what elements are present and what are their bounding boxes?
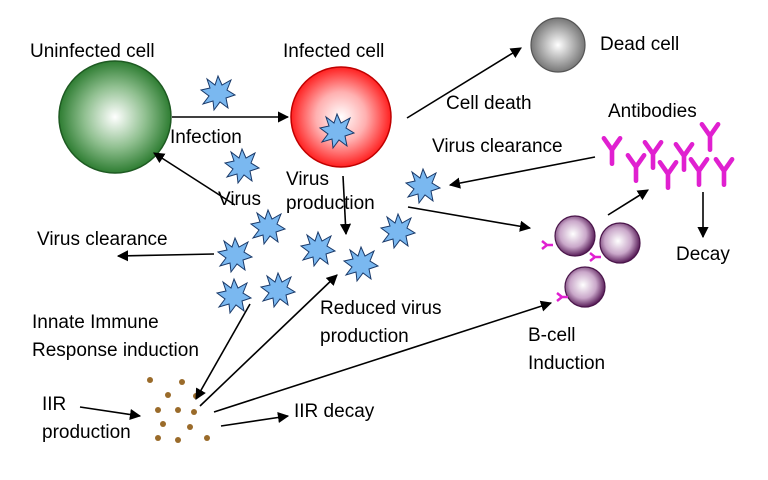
b-cell-induction-label: B-cell Induction bbox=[528, 322, 605, 378]
b-cell-receptor-icon bbox=[540, 239, 554, 251]
bcell-induction-arrow bbox=[213, 300, 553, 413]
innate-immune-label: Innate Immune Response induction bbox=[32, 309, 199, 365]
iir-decay-label: IIR decay bbox=[294, 401, 375, 422]
iir-particle-icon bbox=[175, 407, 181, 413]
antibody-icon bbox=[628, 155, 644, 180]
antibody-clearance-arrow bbox=[448, 156, 596, 189]
reduced-production-arrow bbox=[199, 274, 338, 407]
iir-line-1: IIR bbox=[42, 394, 67, 415]
b-cell-icon bbox=[599, 222, 641, 264]
innate-line-1: Innate Immune bbox=[32, 312, 159, 333]
iir-decay-arrow bbox=[220, 411, 290, 427]
virus-icon bbox=[216, 278, 252, 314]
virus-clearance-innate-label: Virus clearance bbox=[37, 229, 168, 250]
iir-particle-icon bbox=[204, 435, 210, 441]
infected-cell-icon bbox=[290, 66, 392, 168]
iir-particle-icon bbox=[175, 437, 181, 443]
antibody-icon bbox=[691, 159, 707, 184]
iir-particle-icon bbox=[147, 377, 153, 383]
virus-icon bbox=[250, 209, 286, 245]
virus-icon bbox=[380, 213, 416, 249]
virus-to-bcell-arrow bbox=[407, 206, 532, 232]
uninfected-cell-icon bbox=[58, 60, 172, 174]
antibody-icon bbox=[660, 162, 676, 187]
reduced-virus-production-label: Reduced virus production bbox=[320, 295, 441, 351]
infection-label: Infection bbox=[170, 127, 242, 148]
iir-particles bbox=[147, 377, 210, 443]
virus-production-arrow bbox=[339, 175, 352, 236]
virus-to-cell-arrow bbox=[153, 152, 236, 206]
b-cell-icon bbox=[554, 215, 596, 257]
iir-particle-icon bbox=[179, 379, 185, 385]
virus-clearance-antibody-label: Virus clearance bbox=[432, 136, 563, 157]
antibody-icon bbox=[676, 144, 692, 169]
decay-label: Decay bbox=[676, 244, 730, 265]
iir-particle-icon bbox=[155, 407, 161, 413]
bcell-line-1: B-cell bbox=[528, 325, 576, 346]
virus-icon bbox=[224, 148, 260, 184]
iir-production-label: IIR production bbox=[42, 391, 131, 447]
virus-production-label: Virus production bbox=[286, 166, 375, 218]
virus-label: Virus bbox=[218, 189, 261, 210]
cell-death-label: Cell death bbox=[446, 93, 532, 114]
iir-line-2: production bbox=[42, 422, 131, 443]
virus-icon bbox=[260, 272, 296, 308]
innate-induction-arrow bbox=[195, 303, 251, 400]
iir-particle-icon bbox=[155, 435, 161, 441]
cell-death-arrow bbox=[406, 47, 522, 119]
reduced-line-1: Reduced virus bbox=[320, 298, 442, 319]
antibody-icon bbox=[604, 138, 620, 163]
virus-production-line-2: production bbox=[286, 193, 375, 214]
innate-clearance-arrow bbox=[116, 250, 215, 262]
iir-particle-icon bbox=[160, 421, 166, 427]
iir-particle-icon bbox=[187, 424, 193, 430]
dead-cell-icon bbox=[530, 17, 586, 73]
antibodies-label: Antibodies bbox=[608, 101, 697, 122]
antibody-icon bbox=[702, 124, 718, 149]
virus-icon bbox=[343, 246, 379, 282]
virus-icon bbox=[200, 75, 236, 111]
b-cell-icon bbox=[564, 266, 606, 308]
uninfected-cell-label: Uninfected cell bbox=[30, 41, 155, 62]
innate-line-2: Response induction bbox=[32, 340, 199, 361]
virus-icon bbox=[217, 237, 253, 273]
virus-icon bbox=[405, 168, 441, 204]
bcell-line-2: Induction bbox=[528, 353, 606, 374]
iir-production-arrow bbox=[79, 406, 142, 421]
iir-particle-icon bbox=[191, 409, 197, 415]
virus-production-line-1: Virus bbox=[286, 169, 329, 190]
virus-icon bbox=[300, 231, 336, 267]
antibody-icon bbox=[716, 159, 732, 184]
dead-cell-label: Dead cell bbox=[600, 34, 680, 55]
iir-particle-icon bbox=[165, 392, 171, 398]
reduced-line-2: production bbox=[320, 326, 409, 347]
b-cell-receptor-icon bbox=[588, 251, 602, 263]
bcell-to-antibody-arrow bbox=[607, 189, 649, 216]
infected-cell-label: Infected cell bbox=[283, 41, 385, 62]
